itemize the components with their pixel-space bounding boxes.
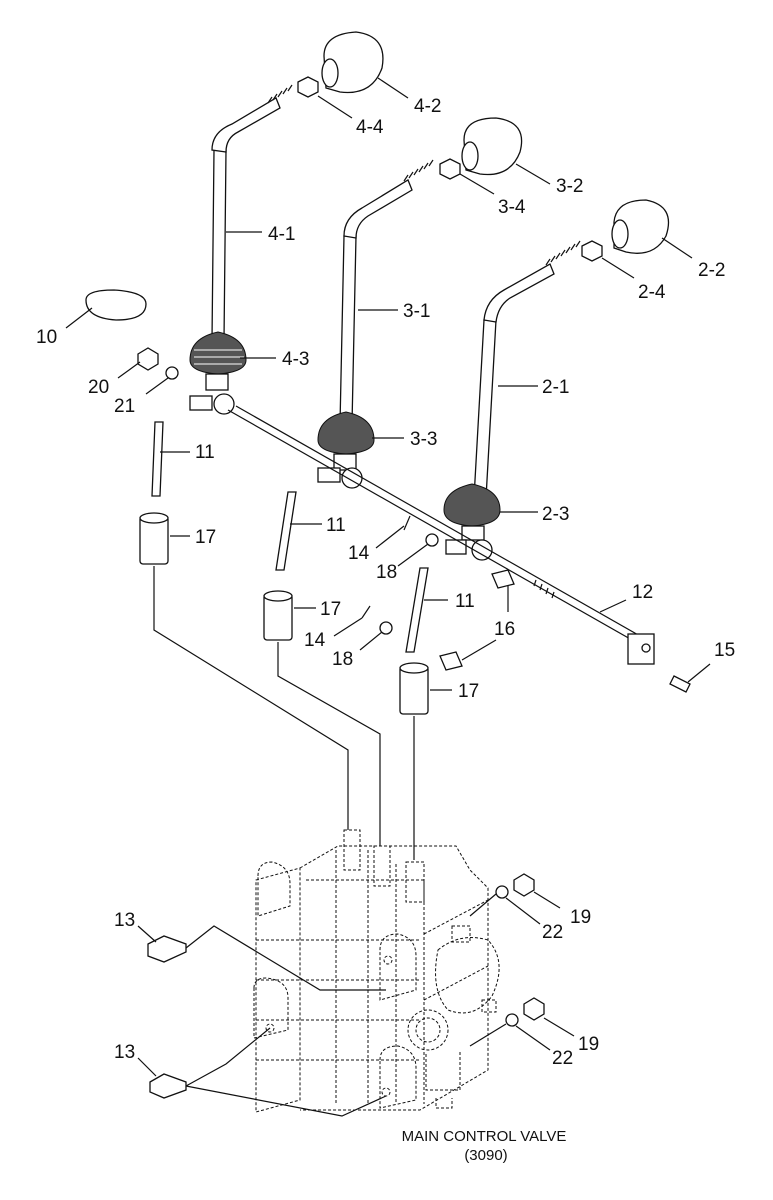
bolts-13 [147, 925, 387, 1117]
callout-10: 10 [36, 327, 57, 348]
callout-2-1: 2-1 [542, 377, 569, 398]
callout-17c: 17 [458, 681, 479, 702]
main-control-valve [253, 829, 500, 1113]
callout-4-4: 4-4 [356, 117, 384, 138]
caption-code: (3090) [464, 1147, 507, 1164]
callout-18b: 18 [332, 649, 353, 670]
callout-22b: 22 [552, 1048, 573, 1069]
callout-16: 16 [494, 619, 515, 640]
lever-4-assembly [151, 31, 384, 497]
callout-19b: 19 [578, 1034, 599, 1055]
callout-2-3: 2-3 [542, 504, 569, 525]
callout-2-4: 2-4 [638, 282, 666, 303]
nuts-19-washers-22 [469, 873, 545, 1047]
callout-14b: 14 [304, 630, 326, 651]
callout-17b: 17 [320, 599, 341, 620]
knob-10 [85, 289, 147, 321]
leader-lines [65, 77, 711, 1077]
callout-3-3: 3-3 [410, 429, 437, 450]
callout-15: 15 [714, 640, 735, 661]
callout-19a: 19 [570, 907, 591, 928]
callout-21: 21 [114, 396, 135, 417]
lever-2-assembly [405, 199, 670, 671]
callout-20: 20 [88, 377, 109, 398]
callout-11a: 11 [195, 442, 215, 463]
lever-3-assembly [275, 117, 523, 571]
callout-12: 12 [632, 582, 653, 603]
callout-3-2: 3-2 [556, 176, 583, 197]
washer-18a [425, 533, 439, 547]
callout-4-2: 4-2 [414, 96, 441, 117]
callout-3-1: 3-1 [403, 301, 430, 322]
callout-18a: 18 [376, 562, 397, 583]
callout-4-1: 4-1 [268, 224, 295, 245]
connection-lines [153, 566, 415, 860]
washer-21 [165, 366, 179, 380]
callout-3-4: 3-4 [498, 197, 526, 218]
nut-20 [137, 347, 159, 371]
callout-11c: 11 [455, 591, 475, 612]
callout-13b: 13 [114, 1042, 135, 1063]
callout-17a: 17 [195, 527, 216, 548]
callout-11b: 11 [326, 515, 346, 536]
callout-labels: 4-2 4-4 3-4 3-2 4-1 2-2 2-4 3-1 10 4-3 2… [36, 96, 735, 1069]
shaft-12 [227, 405, 691, 693]
pin-14b [361, 605, 371, 619]
callout-14a: 14 [348, 543, 370, 564]
callout-2-2: 2-2 [698, 260, 725, 281]
caption-title: MAIN CONTROL VALVE [402, 1128, 567, 1145]
callout-13a: 13 [114, 910, 135, 931]
callout-4-3: 4-3 [282, 349, 309, 370]
washer-18b [379, 621, 393, 635]
bushings-17 [139, 512, 429, 715]
callout-22a: 22 [542, 922, 563, 943]
pin-14a [403, 515, 411, 531]
